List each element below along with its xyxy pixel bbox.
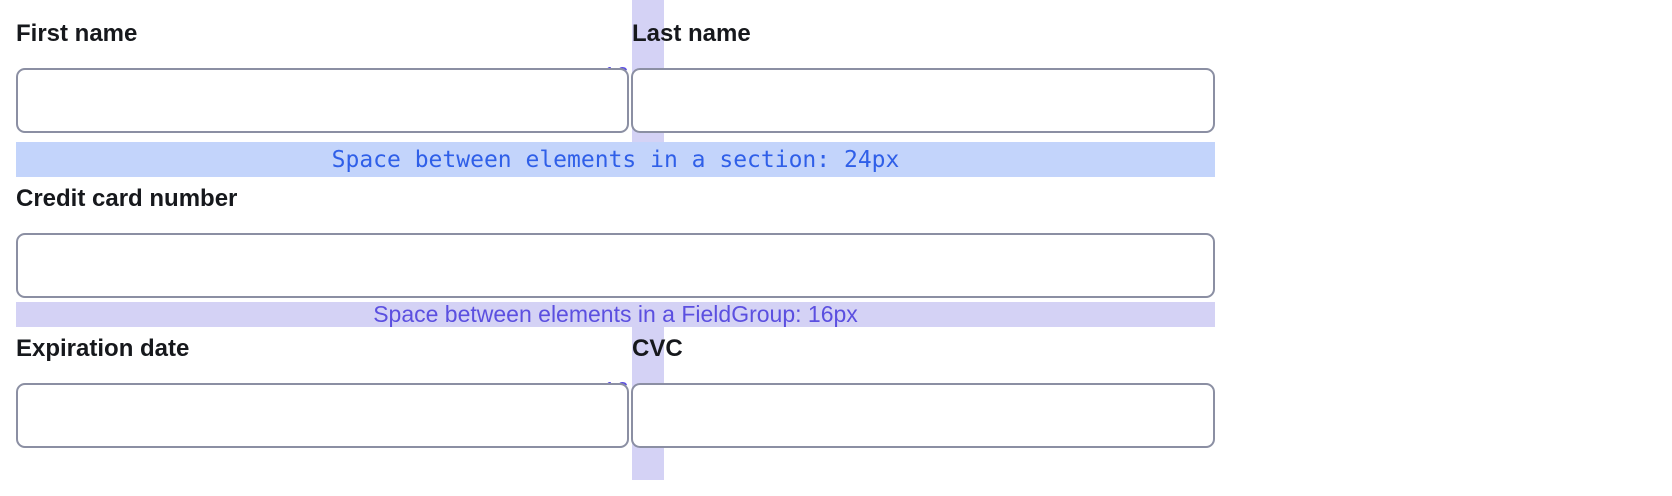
annotation-band-fieldgroup-spacing: Space between elements in a FieldGroup: …: [16, 301, 1215, 327]
label-first-name: First name: [16, 20, 138, 47]
input-cvc[interactable]: [631, 383, 1215, 448]
input-first-name[interactable]: [16, 68, 629, 133]
label-expiration-date: Expiration date: [16, 335, 190, 362]
annotation-band-section-spacing-text: Space between elements in a section: 24p…: [331, 146, 900, 173]
label-credit-card-number: Credit card number: [16, 185, 238, 212]
label-last-name: Last name: [632, 20, 751, 47]
input-last-name[interactable]: [631, 68, 1215, 133]
input-expiration-date[interactable]: [16, 383, 629, 448]
input-credit-card-number[interactable]: [16, 233, 1215, 298]
annotation-band-fieldgroup-spacing-text: Space between elements in a FieldGroup: …: [373, 301, 858, 327]
label-cvc: CVC: [632, 335, 683, 362]
annotation-band-section-spacing: Space between elements in a section: 24p…: [16, 142, 1215, 177]
